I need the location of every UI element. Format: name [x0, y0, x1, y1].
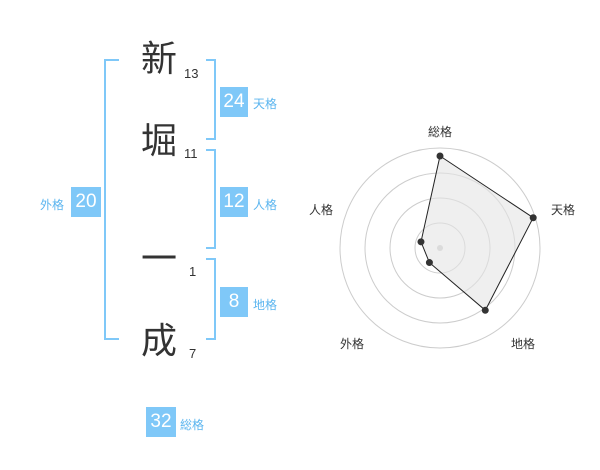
radar-label-soukaku: 総格: [428, 125, 453, 139]
radar-point-tenkaku: [529, 214, 537, 222]
radar-point-jinkaku: [417, 238, 425, 246]
soukaku-label: 総格: [180, 418, 205, 432]
name-char-2: 堀: [141, 121, 178, 162]
tenkaku-label: 天格: [253, 97, 278, 111]
tenkaku-badge: 24: [220, 87, 248, 117]
radar-point-gaikaku: [425, 259, 433, 267]
chikaku-badge: 8: [220, 287, 248, 317]
chikaku-bracket: [206, 258, 216, 340]
jinkaku-bracket: [206, 149, 216, 249]
jinkaku-badge: 12: [220, 187, 248, 217]
stroke-count-1: 13: [184, 66, 199, 81]
stroke-count-2: 11: [184, 146, 198, 161]
stroke-count-3: 1: [189, 264, 197, 279]
gaikaku-label: 外格: [40, 198, 65, 212]
stroke-count-4: 7: [189, 346, 197, 361]
outer-bracket: [104, 59, 119, 340]
radar-polygon: [420, 155, 534, 312]
soukaku-badge: 32: [146, 407, 176, 437]
jinkaku-label: 人格: [253, 198, 278, 212]
radar-label-chikaku: 地格: [511, 337, 536, 351]
name-char-1: 新: [141, 39, 178, 80]
radar-point-soukaku: [436, 152, 444, 160]
name-char-4: 成: [141, 321, 178, 362]
radar-label-tenkaku: 天格: [551, 203, 576, 217]
radar-label-gaikaku: 外格: [340, 337, 365, 351]
name-char-3: 一: [141, 239, 178, 280]
tenkaku-bracket: [206, 59, 216, 140]
radar-label-jinkaku: 人格: [309, 203, 334, 217]
gaikaku-badge: 20: [71, 187, 101, 217]
radar-ring-4: [339, 147, 541, 349]
radar-point-chikaku: [481, 306, 489, 314]
chikaku-label: 地格: [253, 298, 278, 312]
